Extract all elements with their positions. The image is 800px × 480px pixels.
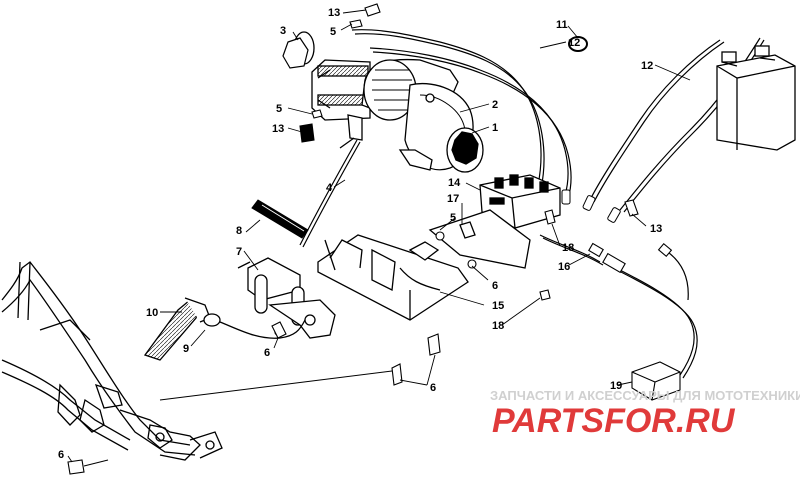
callout-12-left: 12 [568,37,580,49]
callout-2: 2 [492,99,498,111]
nut-17 [435,231,445,241]
nut-6 [467,259,477,269]
mounting-bracket [317,209,531,321]
winch-cable [299,139,361,248]
callout-5-mid: 5 [276,103,282,115]
bolt-cap-top [364,3,381,17]
bolt-18b [539,289,551,301]
callout-15: 15 [492,300,504,312]
callout-16: 16 [558,261,570,273]
callout-13-mid: 13 [272,123,284,135]
cap-13b [624,199,639,217]
bolt-6a [271,321,287,339]
callout-13-top: 13 [328,7,340,19]
callout-numbers: 1 2 3 4 5 5 5 6 6 6 6 7 8 9 10 11 12 12 … [58,7,662,461]
callout-9: 9 [183,343,189,355]
callout-7: 7 [236,246,242,258]
callout-12-right: 12 [641,60,653,72]
callout-18-a: 18 [562,242,574,254]
washer-top [349,19,363,29]
callout-14: 14 [448,177,461,189]
callout-6-frame: 6 [58,449,64,461]
bolt-cap-mid [299,123,315,143]
battery [716,45,796,151]
callout-10: 10 [146,307,158,319]
bolt-6d [67,459,85,475]
watermark-tagline: ЗАПЧАСТИ И АКСЕССУАРЫ ДЛЯ МОТОТЕХНИКИ [490,388,800,403]
callout-13-right: 13 [650,223,662,235]
callout-8: 8 [236,225,242,237]
callout-3: 3 [280,25,286,37]
callout-5-low: 5 [450,212,456,224]
bolt-18a [544,209,556,225]
callout-19: 19 [610,380,622,392]
leader-lines [67,9,691,463]
callout-1: 1 [492,122,498,134]
atv-frame [1,261,401,461]
decal-strip [251,199,309,239]
winch-motor [293,31,484,173]
callout-11: 11 [556,19,568,31]
washer-mid [311,109,323,119]
watermark: ЗАПЧАСТИ И АКСЕССУАРЫ ДЛЯ МОТОТЕХНИКИ PA… [490,388,800,440]
fasteners [67,3,639,475]
roller-fairlead [237,257,336,339]
winch-contactor [479,174,561,229]
callout-17: 17 [447,193,459,205]
callout-6-nut: 6 [492,280,498,292]
callout-6-bolt: 6 [430,382,436,394]
bolt-6c [391,363,403,386]
winch-cover-plate [282,37,309,69]
cable-clamp [568,36,588,52]
wiring-harness [539,234,698,379]
watermark-logo: PARTSFOR.RU [492,402,736,440]
callout-6-fair: 6 [264,347,270,359]
callout-5-top: 5 [330,26,336,38]
callout-18-b: 18 [492,320,504,332]
switch-plugs [588,242,681,401]
callout-4: 4 [326,182,333,194]
bolt-6b [427,333,441,356]
